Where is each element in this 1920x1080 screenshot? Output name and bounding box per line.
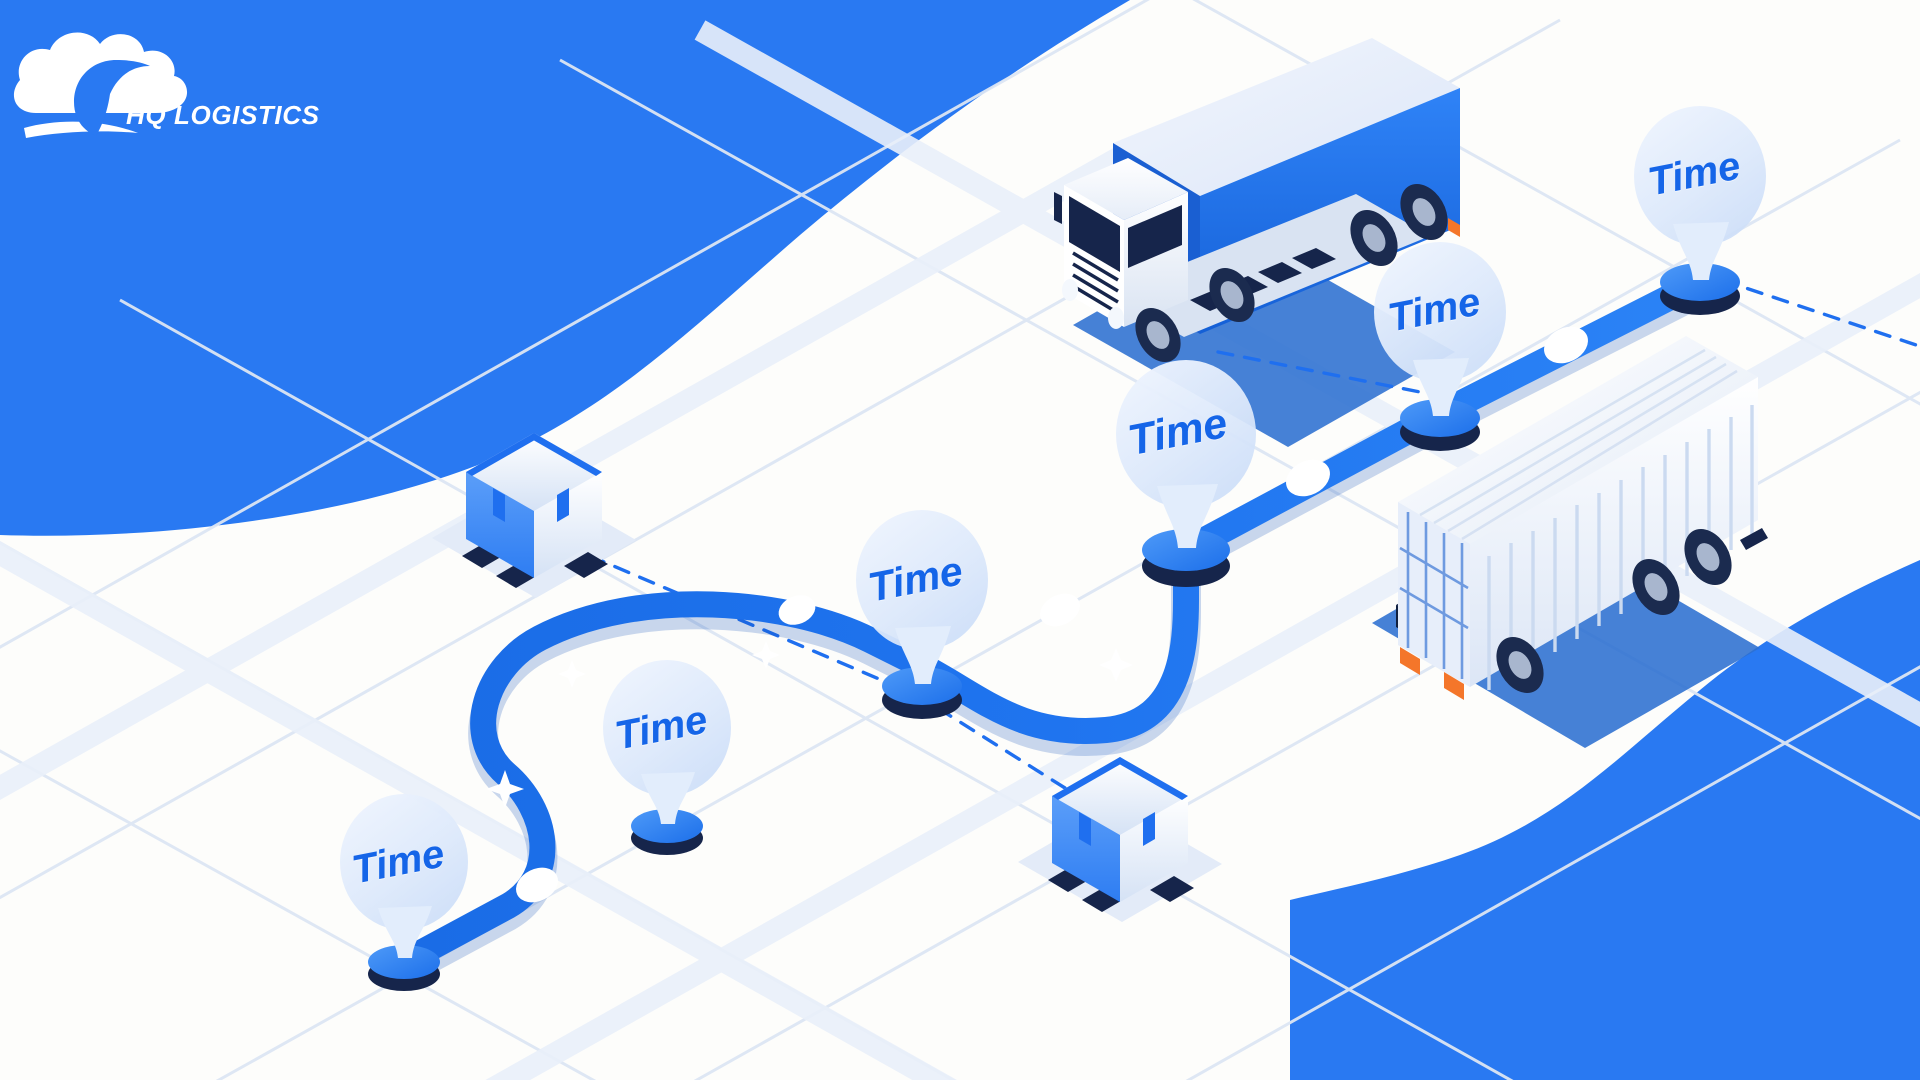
dashed-link-pin6-right-edge [1720,278,1920,349]
truck-headlight [1062,279,1078,301]
container-side-ribs [1487,405,1754,690]
map-pin-4[interactable] [1116,360,1256,587]
truck-windshield [1069,196,1120,272]
dashed-link-package1-to-pin3 [588,554,907,692]
waypoint-dot [1286,459,1330,497]
pin-base-top [1142,529,1230,571]
map-pin-6[interactable] [1634,106,1766,315]
pin-balloon-tip [895,626,951,684]
truck-cab-top [1064,158,1188,220]
box-truck [1054,38,1460,363]
container-trailer [1396,336,1768,700]
route-sparkles [486,641,1133,808]
box-left [466,472,534,578]
box-right [1120,796,1188,902]
container-taillight [1400,647,1420,675]
box-strap [466,433,602,522]
box-strap [1052,757,1188,846]
pin-balloon-tip [641,772,695,824]
map-pin-2[interactable] [603,660,731,855]
pin-base-top [368,945,440,979]
sparkle-icon [1099,648,1133,682]
truck-frame-bar [1108,194,1430,337]
truck-grille [1072,251,1119,315]
sparkle-icon [486,770,524,808]
map-pin-1[interactable] [340,794,468,991]
box-left [1052,796,1120,902]
background-wave-bottom-right [1290,560,1920,1080]
waypoint-dot [516,867,558,903]
truck-taillight [1448,218,1460,237]
waypoint-dot [1544,326,1588,364]
pallet-package-1 [432,433,636,598]
truck-side-window [1128,205,1182,268]
pallet-package-2 [1018,757,1222,922]
cloud-icon-swoosh [24,121,138,138]
container-door-detail [1399,512,1469,679]
trailer-kingpin [1740,528,1768,550]
route-ribbon [391,269,1713,975]
box-right [534,472,602,578]
waypoint-dot [1040,593,1080,627]
pin-balloon-tip [1673,222,1729,280]
pin-base-top [631,809,703,843]
waypoint-dot [778,595,816,625]
sparkle-icon [752,641,780,669]
container-taillight [1444,672,1464,700]
pin-balloon [1116,360,1256,508]
pin-base-top [1400,399,1480,437]
sparkle-icon [558,660,586,688]
pin-balloon-tip [1157,484,1218,548]
pin-balloon [603,660,731,796]
pin-balloon [1634,106,1766,246]
cloud-icon-cut [74,60,150,136]
pin-base-top [882,667,962,705]
dashed-connector-lines [588,278,1920,790]
pin-balloon-tip [378,906,432,958]
trailer-wheels [1496,528,1732,694]
background-wave-top-left [0,0,1130,536]
pin-balloon-tip [1413,358,1469,416]
truck-headlight [1108,307,1124,329]
dashed-link-package2-to-pin4 [923,698,1067,790]
brand-logo [13,32,188,138]
map-pin-5[interactable] [1374,242,1506,451]
truck-cargo-top [1113,38,1460,196]
pin-balloon [340,794,468,930]
map-pin-3[interactable] [856,510,988,719]
pin-balloon [1374,242,1506,382]
container-top-ribs [1419,348,1738,541]
pin-base-top [1660,263,1740,301]
truck-wheels [1135,183,1448,363]
truck-mirror [1054,192,1062,224]
route-waypoints [516,326,1588,903]
container-rear-doors [1398,502,1470,687]
dashed-link-truck-to-pin4 [1216,350,1432,396]
pin-balloon [856,510,988,650]
